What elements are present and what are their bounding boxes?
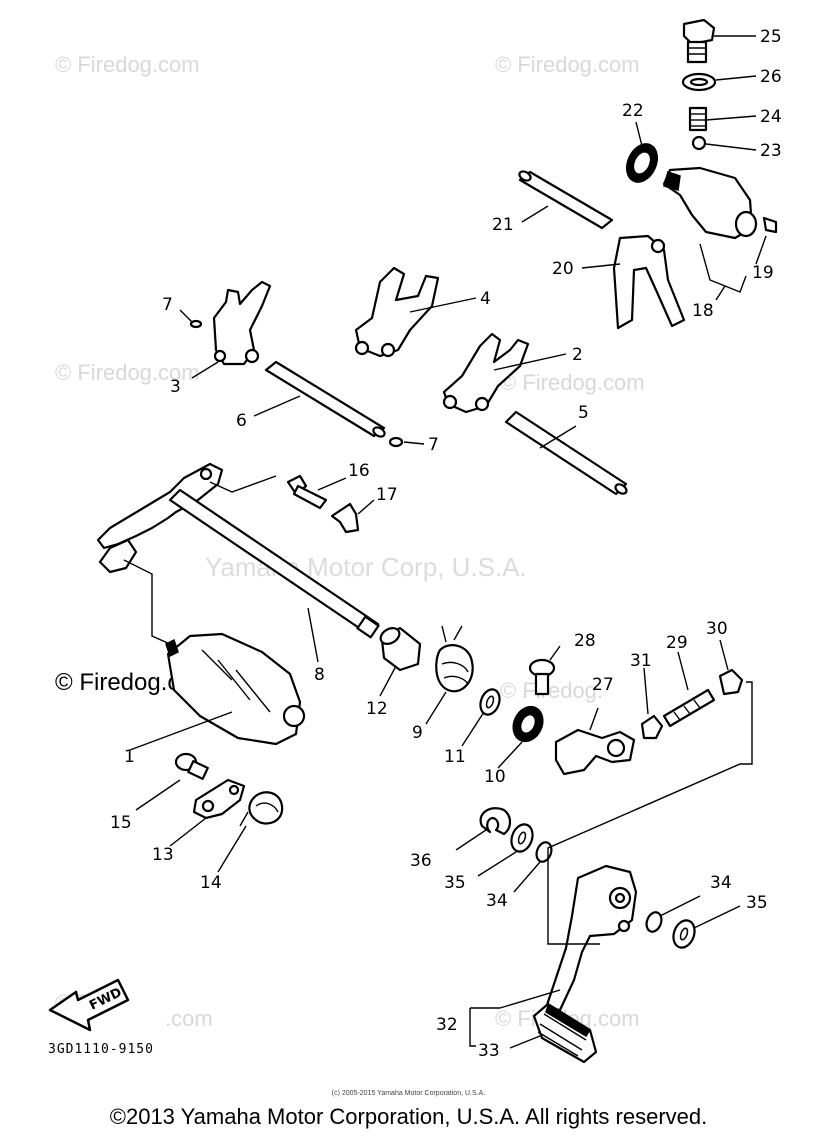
label-20: 20 (552, 259, 574, 279)
label-34b: 34 (710, 873, 732, 893)
watermark-firedog-1: © Firedog.com (55, 52, 200, 77)
part-5-shaft (504, 410, 628, 496)
part-33-pedal-rubber (532, 1002, 598, 1064)
label-30: 30 (706, 619, 728, 639)
part-27-arm (554, 728, 636, 776)
part-7-clip-a (189, 319, 203, 329)
part-34-oring-b (645, 911, 663, 933)
watermark-firedog-5: © Firedog. (500, 678, 603, 703)
label-29: 29 (666, 633, 688, 653)
part-12-collar (379, 626, 422, 672)
part-3-fork (212, 280, 272, 366)
watermark-firedog-2: © Firedog.com (495, 52, 640, 77)
label-36: 36 (410, 851, 432, 871)
label-26: 26 (760, 67, 782, 87)
part-16-bolt (286, 474, 328, 510)
leader-lines (123, 35, 767, 1049)
fwd-arrow-icon: FWD (48, 978, 130, 1032)
part-8-shift-shaft (96, 462, 380, 639)
part-32-pedal-arm (544, 864, 638, 1012)
part-34-oring-a (535, 841, 553, 863)
part-9-spring (435, 625, 474, 693)
label-31: 31 (630, 651, 652, 671)
label-2: 2 (572, 345, 583, 365)
copyright-footer: ©2013 Yamaha Motor Corporation, U.S.A. A… (109, 1104, 708, 1129)
label-24: 24 (760, 107, 782, 127)
part-labels: 25 26 24 23 22 21 20 19 18 4 2 7 3 6 7 5… (110, 27, 782, 1061)
label-7a: 7 (162, 295, 173, 315)
part-23-ball (691, 135, 707, 151)
watermark-firedog-4: © Firedog.com (500, 370, 645, 395)
part-15-bolt (174, 752, 209, 780)
label-4: 4 (480, 289, 491, 309)
label-25: 25 (760, 27, 782, 47)
label-27: 27 (592, 675, 614, 695)
label-11: 11 (444, 747, 466, 767)
part-30-nut (718, 668, 744, 696)
label-9: 9 (412, 723, 423, 743)
label-32: 32 (436, 1015, 458, 1035)
label-8: 8 (314, 665, 325, 685)
label-21: 21 (492, 215, 514, 235)
label-23: 23 (760, 141, 782, 161)
part-14-spring (239, 791, 284, 827)
part-6-shaft (264, 360, 386, 438)
part-31-nut (640, 714, 664, 740)
part-36-circlip (479, 807, 512, 836)
part-29-rod (662, 688, 716, 728)
part-20-fork (612, 234, 686, 330)
label-5: 5 (578, 403, 589, 423)
label-3: 3 (170, 377, 181, 397)
label-6: 6 (236, 411, 247, 431)
watermark-firedog-3: © Firedog.com (55, 360, 200, 385)
label-12: 12 (366, 699, 388, 719)
part-35-washer-a (510, 823, 534, 853)
part-1-shift-drum (165, 632, 306, 746)
label-15: 15 (110, 813, 132, 833)
label-34a: 34 (486, 891, 508, 911)
part-2-fork (442, 332, 530, 414)
small-copyright: (c) 2005-2015 Yamaha Motor Corporation, … (331, 1090, 486, 1097)
part-13-lever (192, 778, 246, 820)
label-16: 16 (348, 461, 370, 481)
label-14: 14 (200, 873, 222, 893)
label-22: 22 (622, 101, 644, 121)
watermark-firedog-6b: .com (165, 1006, 213, 1031)
label-17: 17 (376, 485, 398, 505)
part-4-fork (354, 266, 440, 358)
part-11-washer (479, 688, 501, 716)
label-10: 10 (484, 767, 506, 787)
label-28: 28 (574, 631, 596, 651)
part-10-seal (512, 705, 544, 743)
part-21-rod (518, 170, 614, 230)
part-17-plate (330, 502, 360, 534)
part-24-spring (688, 106, 708, 132)
part-25-bolt (682, 18, 716, 64)
part-7-clip-b (388, 436, 404, 448)
part-35-washer-b (672, 919, 696, 949)
label-7b: 7 (428, 435, 439, 455)
part-26-washer (681, 72, 717, 92)
label-33: 33 (478, 1041, 500, 1061)
label-13: 13 (152, 845, 174, 865)
label-35b: 35 (746, 893, 768, 913)
diagram-code: 3GD1110-9150 (48, 1042, 154, 1057)
label-18: 18 (692, 301, 714, 321)
label-35a: 35 (444, 873, 466, 893)
label-19: 19 (752, 263, 774, 283)
part-18-housing (662, 166, 778, 240)
part-28-bolt (528, 658, 556, 696)
part-22-bearing (626, 143, 658, 183)
label-1: 1 (124, 747, 135, 767)
